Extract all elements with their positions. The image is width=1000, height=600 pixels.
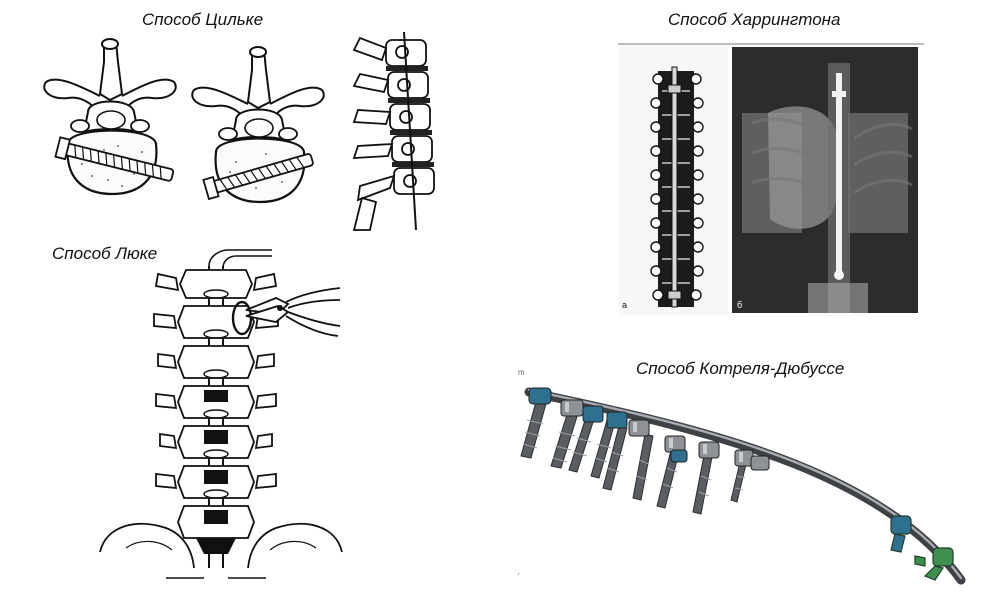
caption-luque: Способ Люке [52, 244, 158, 263]
pliers-icon [231, 270, 344, 340]
harrington-figure [618, 43, 924, 315]
xray-label-b: б [737, 300, 743, 310]
posterior-spine-illustration [96, 248, 346, 590]
caption-cotrel: Способ Котреля-Дюбуссе [636, 359, 845, 378]
lateral-spine-illustration [342, 30, 442, 235]
caption-harrington: Способ Харрингтона [668, 10, 841, 29]
corner-mark: m [518, 368, 525, 377]
vertebra-illustration-1 [38, 34, 188, 204]
caption-tsilke: Способ Цильке [142, 10, 264, 29]
cotrel-dubousset-implant [515, 380, 966, 585]
xray-label-a: а [622, 300, 628, 310]
vertebra-illustration-2 [186, 42, 336, 212]
corner-mark-bottom: ' [518, 572, 520, 581]
